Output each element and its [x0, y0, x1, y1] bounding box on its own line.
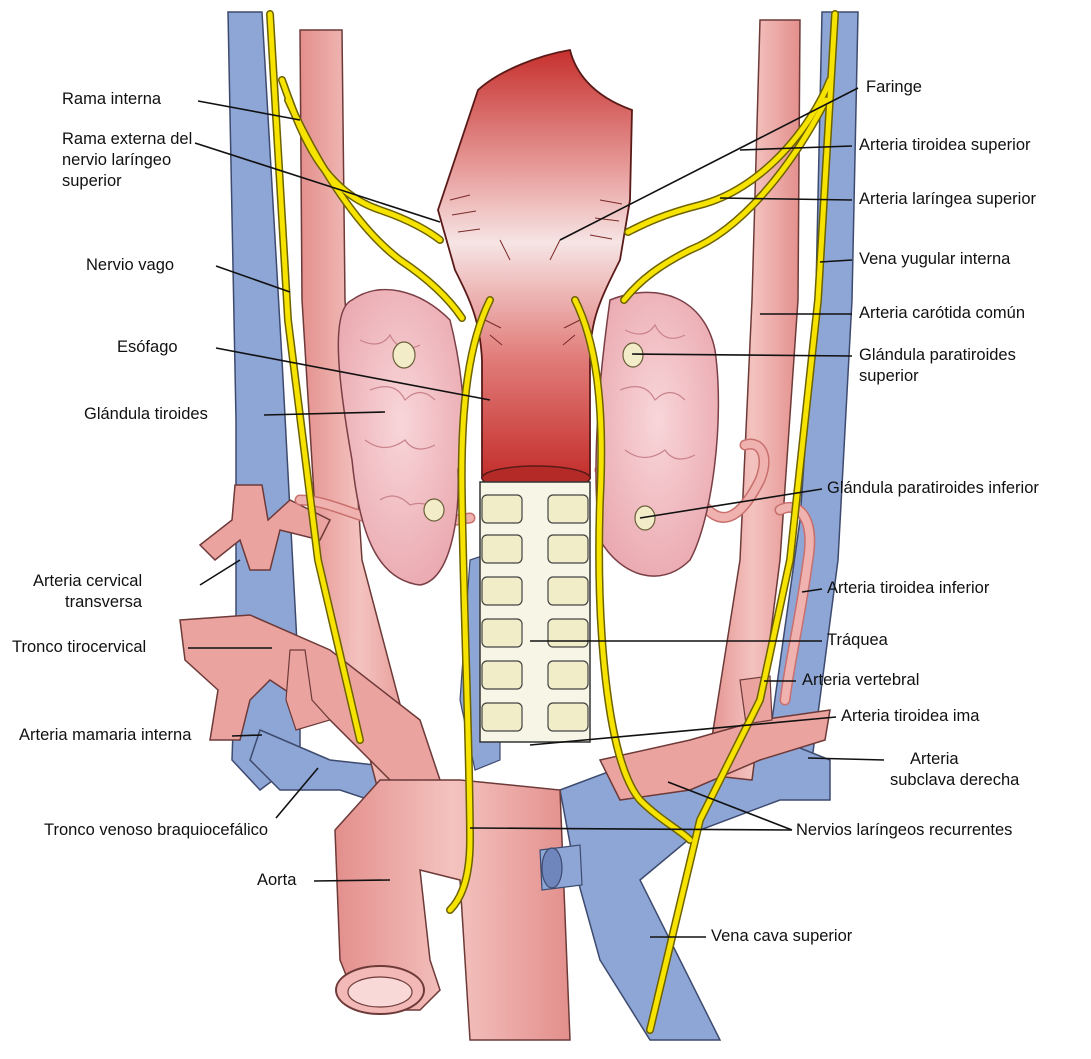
- label-glandula-paratiroides-inferior: Glándula paratiroides inferior: [827, 478, 1039, 499]
- label-arteria-tiroidea-ima: Arteria tiroidea ima: [841, 706, 979, 727]
- label-tronco-venoso-braquiocefalico: Tronco venoso braquiocefálico: [44, 820, 268, 841]
- label-arteria-tiroidea-inferior: Arteria tiroidea inferior: [827, 578, 989, 599]
- label-faringe: Faringe: [866, 77, 922, 98]
- label-rama-interna: Rama interna: [62, 89, 161, 110]
- label-aorta: Aorta: [257, 870, 296, 891]
- label-vena-cava-superior: Vena cava superior: [711, 926, 852, 947]
- thyroid-right-lobe: [596, 292, 718, 576]
- label-arteria-tiroidea-superior: Arteria tiroidea superior: [859, 135, 1031, 156]
- label-rama-externa-line1: Rama externa del: [62, 129, 192, 150]
- aortic-arch: [335, 780, 582, 1040]
- label-arteria-laringea-superior: Arteria laríngea superior: [859, 189, 1036, 210]
- label-rama-externa-line2: nervio laríngeo: [62, 150, 192, 171]
- label-arteria-subclava-derecha: Arteria subclava derecha: [890, 749, 1019, 791]
- label-arteria-cervical-line2: transversa: [33, 592, 142, 613]
- label-subclava-line1: Arteria: [890, 749, 1019, 770]
- label-esofago: Esófago: [117, 337, 178, 358]
- label-arteria-cervical-line1: Arteria cervical: [33, 571, 142, 592]
- label-arteria-carotida-comun: Arteria carótida común: [859, 303, 1025, 324]
- label-nervio-vago: Nervio vago: [86, 255, 174, 276]
- label-rama-externa-line3: superior: [62, 171, 192, 192]
- label-subclava-line2: subclava derecha: [890, 770, 1019, 791]
- trachea: [480, 482, 590, 742]
- label-paratiroides-sup-line2: superior: [859, 366, 1016, 387]
- label-arteria-vertebral: Arteria vertebral: [802, 670, 919, 691]
- label-rama-externa: Rama externa del nervio laríngeo superio…: [62, 129, 192, 192]
- label-vena-yugular-interna: Vena yugular interna: [859, 249, 1010, 270]
- label-arteria-cervical-transversa: Arteria cervical transversa: [33, 571, 142, 613]
- label-paratiroides-sup-line1: Glándula paratiroides: [859, 345, 1016, 366]
- label-glandula-paratiroides-superior: Glándula paratiroides superior: [859, 345, 1016, 387]
- label-glandula-tiroides: Glándula tiroides: [84, 404, 208, 425]
- label-arteria-mamaria-interna: Arteria mamaria interna: [19, 725, 191, 746]
- label-nervios-laringeos-recurrentes: Nervios laríngeos recurrentes: [796, 820, 1012, 841]
- label-traquea: Tráquea: [827, 630, 888, 651]
- label-tronco-tirocervical: Tronco tirocervical: [12, 637, 146, 658]
